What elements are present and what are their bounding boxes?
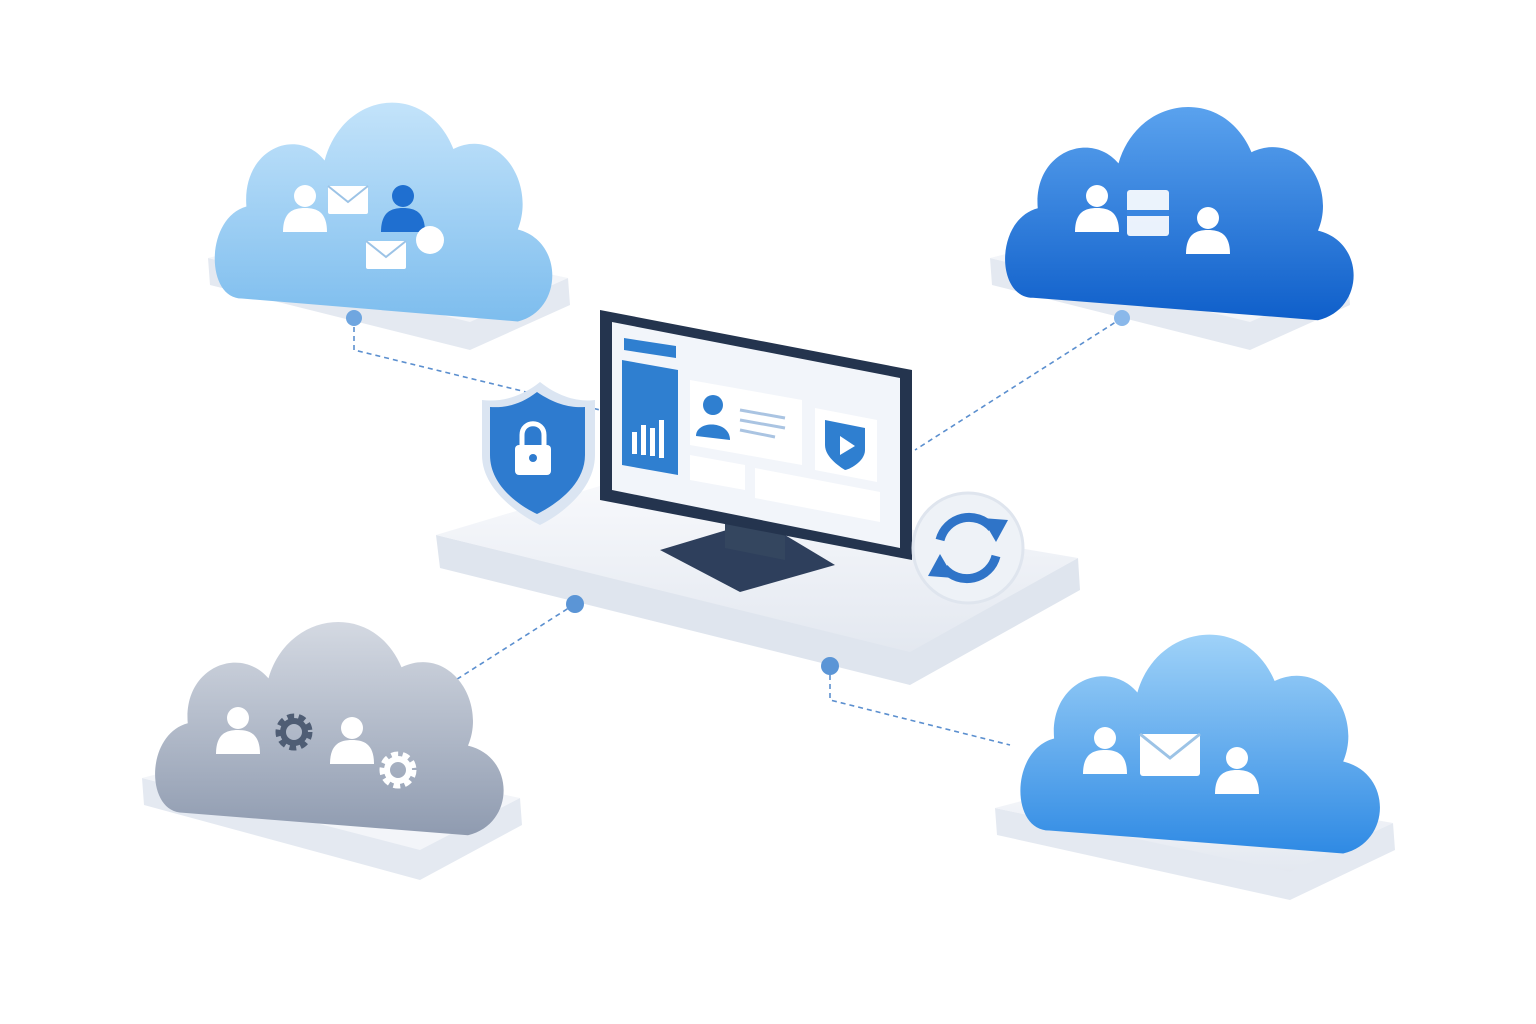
connector-bottom-right <box>829 666 1011 746</box>
monitor-icon[interactable] <box>600 310 912 592</box>
cloud-bottom-left[interactable] <box>142 622 522 880</box>
connector-bottom-left <box>439 603 576 691</box>
connector-node <box>1114 310 1130 326</box>
connector-node <box>346 310 362 326</box>
connector-lines <box>353 317 1123 746</box>
cloud-top-right[interactable] <box>990 107 1354 350</box>
sync-icon[interactable] <box>911 491 1025 605</box>
card-icon <box>1127 190 1169 236</box>
bar-chart-icon <box>622 360 678 475</box>
play-shield-icon <box>815 408 877 482</box>
user-profile-icon <box>690 380 802 465</box>
shield-lock-icon <box>482 382 595 525</box>
cloud-bottom-right[interactable] <box>995 634 1395 900</box>
envelope-icon <box>1138 732 1202 778</box>
envelope-icon <box>327 185 369 215</box>
chat-bubble-icon <box>416 226 444 254</box>
connector-top-right <box>914 317 1123 451</box>
user-icon <box>381 185 425 232</box>
connector-node <box>566 595 584 613</box>
connector-node <box>821 657 839 675</box>
cloud-top-left[interactable] <box>208 102 570 350</box>
connector-top-left <box>353 318 601 411</box>
envelope-icon <box>365 240 407 270</box>
